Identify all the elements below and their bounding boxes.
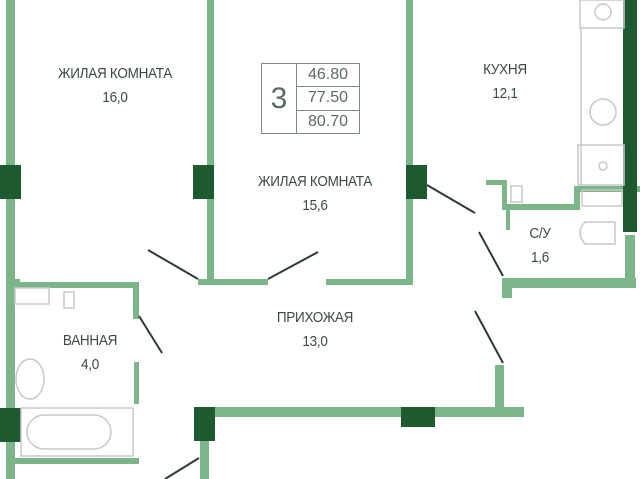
total-area: 77.50 <box>297 87 359 111</box>
door-swings <box>138 184 504 479</box>
fixtures <box>14 0 625 457</box>
room-area: 1,6 <box>531 249 549 266</box>
apartment-summary-badge: 3 46.80 77.50 80.70 <box>261 63 360 134</box>
fridge-icon <box>577 144 625 186</box>
room-area: 13,0 <box>302 333 328 350</box>
room-label-hallway: ПРИХОЖАЯ 13,0 <box>248 306 383 354</box>
rooms-count: 3 <box>262 64 297 133</box>
room-area: 12,1 <box>492 85 518 102</box>
room-name: ЖИЛАЯ КОМНАТА <box>58 65 172 82</box>
room-name: ПРИХОЖАЯ <box>276 309 354 326</box>
living-area: 46.80 <box>297 64 359 88</box>
room-name: С/У <box>529 225 551 242</box>
room-label-living-1: ЖИЛАЯ КОМНАТА 16,0 <box>30 62 201 110</box>
room-label-wc: С/У 1,6 <box>513 222 567 270</box>
stove-icon <box>594 3 612 21</box>
room-name: ЖИЛАЯ КОМНАТА <box>258 173 372 190</box>
room-name: ВАННАЯ <box>62 332 118 349</box>
room-area: 15,6 <box>302 197 328 214</box>
room-label-living-2: ЖИЛАЯ КОМНАТА 15,6 <box>230 170 401 218</box>
structural-columns <box>0 0 637 442</box>
room-name: КУХНЯ <box>483 61 527 78</box>
room-label-kitchen: КУХНЯ 12,1 <box>447 58 564 106</box>
total-area-with-balcony: 80.70 <box>307 112 349 130</box>
walls <box>6 0 640 479</box>
room-area: 4,0 <box>81 356 99 373</box>
bathtub-icon <box>20 407 134 457</box>
room-label-bathroom: ВАННАЯ 4,0 <box>45 329 135 377</box>
sink-icon <box>15 358 45 400</box>
room-area: 16,0 <box>102 89 128 106</box>
